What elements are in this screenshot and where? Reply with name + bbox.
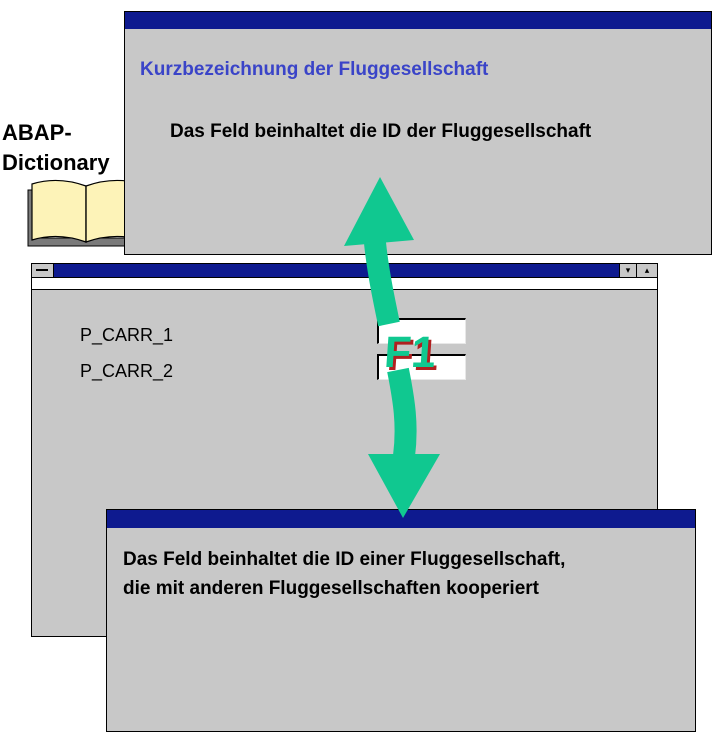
program-help-line2: die mit anderen Fluggesellschaften koope… — [123, 578, 539, 599]
dictionary-description: Das Feld beinhaltet die ID der Fluggesel… — [170, 121, 592, 142]
program-help-window: Das Feld beinhaltet die ID einer Flugges… — [106, 509, 696, 732]
maximize-button[interactable]: ▴ — [636, 264, 657, 277]
field-label-p-carr-2: P_CARR_2 — [80, 361, 174, 381]
abap-dictionary-label: ABAP- Dictionary — [2, 118, 110, 178]
dictionary-label-line1: ABAP- — [2, 120, 72, 145]
system-menu-button[interactable] — [32, 264, 54, 277]
program-help-titlebar — [107, 510, 695, 528]
f1-key-label: F1 F1 — [383, 328, 441, 380]
program-help-description: Das Feld beinhaltet die ID einer Flugges… — [123, 545, 565, 603]
selection-screen-titlebar: ▾ ▴ — [32, 264, 657, 277]
dictionary-help-window: Kurzbezeichnung der Fluggesellschaft Das… — [124, 11, 712, 255]
menu-bar — [32, 277, 657, 290]
short-text-heading: Kurzbezeichnung der Fluggesellschaft — [140, 59, 489, 80]
program-help-line1: Das Feld beinhaltet die ID einer Flugges… — [123, 549, 566, 570]
arrow-up-icon — [344, 177, 414, 327]
f1-text: F1 — [383, 328, 438, 377]
field-label-p-carr-1: P_CARR_1 — [80, 325, 174, 345]
dictionary-help-titlebar — [125, 12, 711, 29]
f1-shadow: F1 — [385, 331, 440, 380]
minimize-button[interactable]: ▾ — [619, 264, 636, 277]
dictionary-label-line2: Dictionary — [2, 150, 110, 175]
arrow-down-icon — [368, 367, 440, 518]
